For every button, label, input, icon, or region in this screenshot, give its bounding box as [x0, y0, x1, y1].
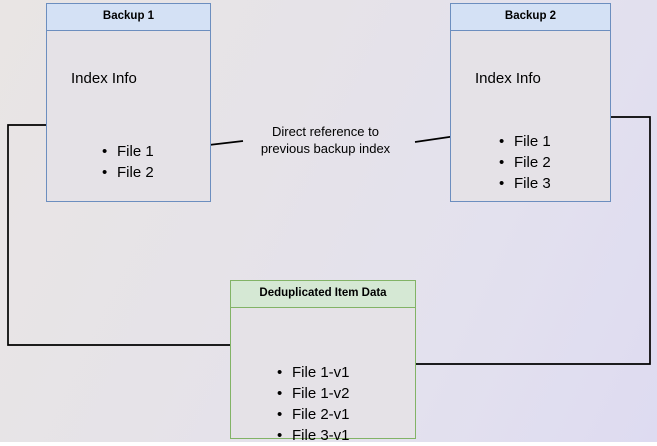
node-deduplicated-item-data-header: Deduplicated Item Data: [231, 281, 415, 308]
list-item: File 2: [102, 162, 154, 183]
list-item: File 2-v1: [277, 404, 350, 425]
backup-1-index-info-label: Index Info: [71, 69, 137, 87]
list-item: File 3: [499, 173, 551, 194]
backup-1-file-list: File 1 File 2: [102, 141, 154, 183]
edge-label-direct-reference: Direct reference to previous backup inde…: [248, 123, 403, 157]
deduplicated-file-list: File 1-v1 File 1-v2 File 2-v1 File 3-v1: [277, 362, 350, 446]
node-backup-1-header: Backup 1: [47, 4, 210, 31]
list-item: File 1: [499, 131, 551, 152]
node-backup-1-body: Index Info File 1 File 2: [47, 31, 210, 204]
list-item: File 1-v2: [277, 383, 350, 404]
node-deduplicated-item-data[interactable]: Deduplicated Item Data File 1-v1 File 1-…: [230, 280, 416, 446]
node-deduplicated-item-data-body: File 1-v1 File 1-v2 File 2-v1 File 3-v1: [231, 308, 415, 446]
node-backup-2-body: Index Info File 1 File 2 File 3: [451, 31, 610, 204]
list-item: File 1-v1: [277, 362, 350, 383]
list-item: File 2: [499, 152, 551, 173]
edge-label-line-1: Direct reference to: [272, 124, 379, 139]
list-item: File 1: [102, 141, 154, 162]
backup-2-file-list: File 1 File 2 File 3: [499, 131, 551, 194]
edge-label-line-2: previous backup index: [260, 141, 391, 156]
backup-2-index-info-label: Index Info: [475, 69, 541, 87]
list-item: File 3-v1: [277, 425, 350, 446]
node-backup-2[interactable]: Backup 2 Index Info File 1 File 2 File 3: [450, 3, 611, 202]
node-backup-1[interactable]: Backup 1 Index Info File 1 File 2: [46, 3, 211, 202]
node-backup-2-header: Backup 2: [451, 4, 610, 31]
